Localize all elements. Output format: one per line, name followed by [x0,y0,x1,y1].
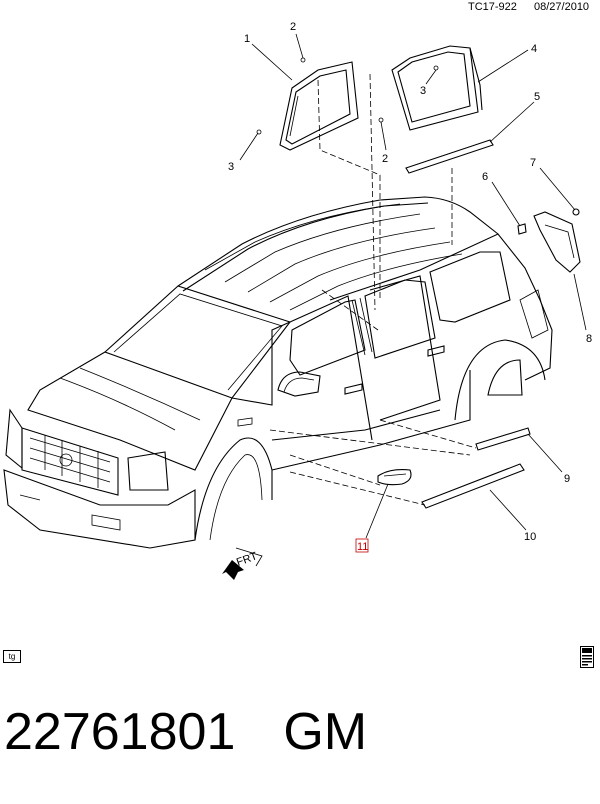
callout-3-left: 3 [228,161,234,173]
callout-8: 8 [586,333,592,345]
front-marker-label: FRT [235,550,259,569]
part-emblem [377,469,412,486]
callout-4: 4 [531,43,537,55]
callout-5: 5 [534,91,540,103]
part-screw [572,208,580,216]
part-number: 22761801 [4,703,236,761]
leader-lines [239,33,587,539]
part-lower-molding [421,463,525,509]
part-rear-window-molding [391,45,483,131]
alignment-lines [269,73,477,506]
callout-11: 11 [357,541,368,553]
part-front-window-molding [279,61,359,151]
callout-1: 1 [244,33,250,45]
part-rear-trim [533,211,581,273]
document-icon [580,646,594,668]
callout-6: 6 [482,171,488,183]
part-rocker-molding [475,427,531,451]
part-applique-strip [405,139,494,174]
tag-box: tg [3,650,21,663]
part-footer: 22761801 GM [4,702,594,762]
callout-2-upper: 2 [290,21,296,33]
callout-3-right: 3 [420,85,426,97]
brand-label: GM [283,703,368,761]
callout-2-lower: 2 [382,153,388,165]
callout-9: 9 [564,473,570,485]
callout-10: 10 [524,531,536,543]
front-direction-marker: FRT [222,547,263,580]
callout-7: 7 [530,157,536,169]
parts-diagram: TC17-922 08/27/2010 [3,1,592,580]
part-clip [517,223,527,235]
drawing-id: TC17-922 [468,1,517,13]
vehicle-outline [3,196,553,549]
drawing-date: 08/27/2010 [534,1,589,13]
